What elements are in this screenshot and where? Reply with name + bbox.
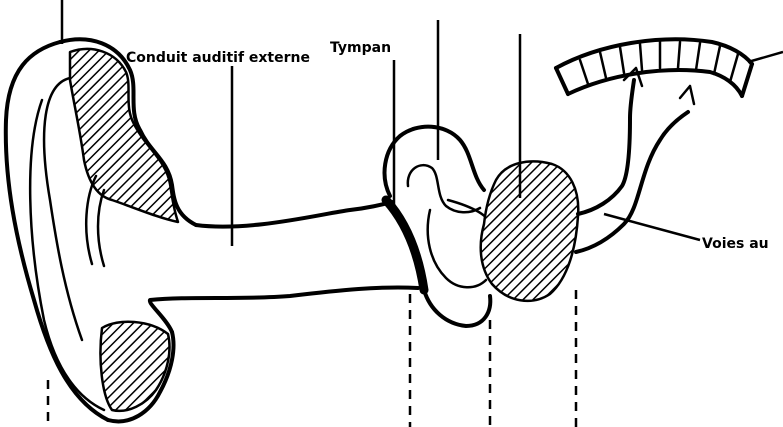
- label-voies: Voies au: [702, 236, 769, 252]
- concha-upper-hatch: [68, 47, 180, 224]
- ear-canal: [147, 200, 420, 334]
- inner-ear-hatch: [479, 160, 580, 302]
- auditory-pathways: [574, 66, 696, 254]
- label-tympan: Tympan: [330, 40, 391, 56]
- label-conduit-auditif-externe: Conduit auditif externe: [126, 50, 310, 66]
- region-dividers: [46, 290, 578, 427]
- cortex-band: [554, 37, 754, 98]
- middle-ear: [382, 124, 494, 328]
- tympan-membrane: [381, 195, 429, 295]
- leader-lines: [60, 0, 783, 246]
- pinna: [3, 37, 198, 424]
- concha-lower-hatch: [99, 320, 171, 413]
